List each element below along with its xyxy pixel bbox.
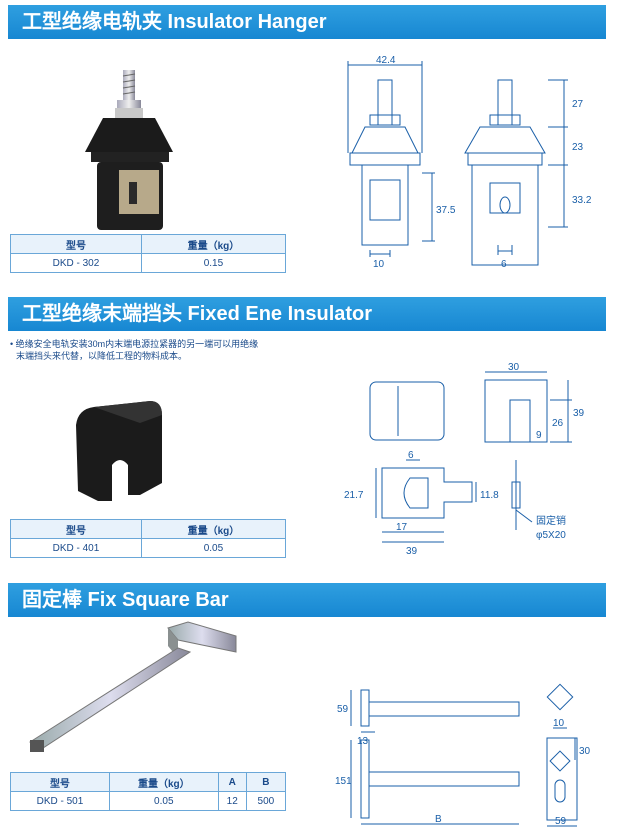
note-line: 末端挡头来代替，以降低工程的物料成本。 (16, 351, 188, 361)
table-header-model: 型号 (10, 234, 142, 254)
note-line: • 绝缘安全电轨安装30m内末端电源拉紧器的另一端可以用绝缘 (10, 339, 259, 349)
dim-label: 39 (573, 408, 585, 419)
table-row: DKD - 401 0.05 (10, 538, 287, 558)
dim-label: 59 (337, 704, 349, 715)
table-cell-b: 500 (245, 791, 287, 811)
dim-label: 10 (373, 259, 385, 270)
table-cell-model: DKD - 501 (10, 791, 110, 811)
dim-label: 33.2 (572, 195, 592, 206)
dim-label: 59 (555, 816, 567, 827)
dim-label: 27 (572, 99, 584, 110)
table-cell-weight: 0.05 (140, 538, 287, 558)
table-header-row: 型号 重量（kg） A B (10, 772, 287, 792)
dim-label: 11.8 (480, 490, 499, 501)
dim-label: 9 (536, 430, 542, 441)
dim-label: 30 (508, 362, 520, 373)
fix-square-bar-drawing: 59 13 151 B 10 30 59 (335, 683, 591, 827)
spec-table-dkd-302: 型号 重量（kg） DKD - 302 0.15 (10, 234, 287, 273)
dim-label: 39 (406, 546, 418, 557)
table-cell-weight: 0.05 (108, 791, 219, 811)
pin-label: 固定销 (536, 514, 566, 527)
dim-label: 10 (553, 718, 565, 729)
fix-square-bar-photo (29, 621, 237, 752)
section-title: 工型绝缘电轨夹 Insulator Hanger (22, 11, 327, 33)
spec-table-dkd-401: 型号 重量（kg） DKD - 401 0.05 (10, 519, 287, 558)
dim-label: 6 (501, 259, 507, 270)
section-banner-fixed-end-insulator: 工型绝缘末端挡头 Fixed Ene Insulator (8, 297, 606, 331)
pin-size: φ5X20 (536, 530, 566, 541)
section-title: 工型绝缘末端挡头 Fixed Ene Insulator (22, 303, 373, 325)
table-header-b: B (245, 772, 287, 792)
table-header-a: A (217, 772, 247, 792)
dim-label: 23 (572, 142, 584, 153)
section-note: • 绝缘安全电轨安装30m内末端电源拉紧器的另一端可以用绝缘 末端挡头来代替，以… (10, 338, 258, 362)
end-insulator-photo (76, 401, 162, 501)
dim-label: 37.5 (436, 205, 456, 216)
table-header-row: 型号 重量（kg） (10, 234, 287, 254)
spec-table-dkd-501: 型号 重量（kg） A B DKD - 501 0.05 12 500 (10, 772, 287, 811)
section-banner-insulator-hanger: 工型绝缘电轨夹 Insulator Hanger (8, 5, 606, 39)
dim-label: 13 (357, 736, 369, 747)
table-cell-a: 12 (217, 791, 247, 811)
table-header-weight: 重量（kg） (108, 772, 219, 792)
table-row: DKD - 501 0.05 12 500 (10, 791, 287, 811)
dim-label: 26 (552, 418, 564, 429)
table-header-weight: 重量（kg） (140, 519, 287, 539)
dim-label: 42.4 (376, 55, 396, 66)
table-row: DKD - 302 0.15 (10, 253, 287, 273)
table-header-model: 型号 (10, 519, 142, 539)
table-header-model: 型号 (10, 772, 110, 792)
dim-label: 6 (408, 450, 414, 461)
dim-label: B (435, 814, 442, 825)
table-cell-model: DKD - 401 (10, 538, 142, 558)
insulator-hanger-drawing: 42.4 27 23 33.2 37.5 10 6 (347, 55, 592, 270)
section-banner-fix-square-bar: 固定棒 Fix Square Bar (8, 583, 606, 617)
table-cell-weight: 0.15 (140, 253, 287, 273)
insulator-hanger-photo (85, 70, 173, 230)
dim-label: 30 (579, 746, 591, 757)
table-cell-model: DKD - 302 (10, 253, 142, 273)
dim-label: 17 (396, 522, 408, 533)
table-header-weight: 重量（kg） (140, 234, 287, 254)
table-header-row: 型号 重量（kg） (10, 519, 287, 539)
end-insulator-drawing: 30 26 39 9 6 21.7 11.8 17 39 固定销 φ5X20 (344, 362, 585, 557)
dim-label: 21.7 (344, 490, 364, 501)
section-title: 固定棒 Fix Square Bar (22, 589, 229, 611)
dim-label: 151 (335, 776, 352, 787)
